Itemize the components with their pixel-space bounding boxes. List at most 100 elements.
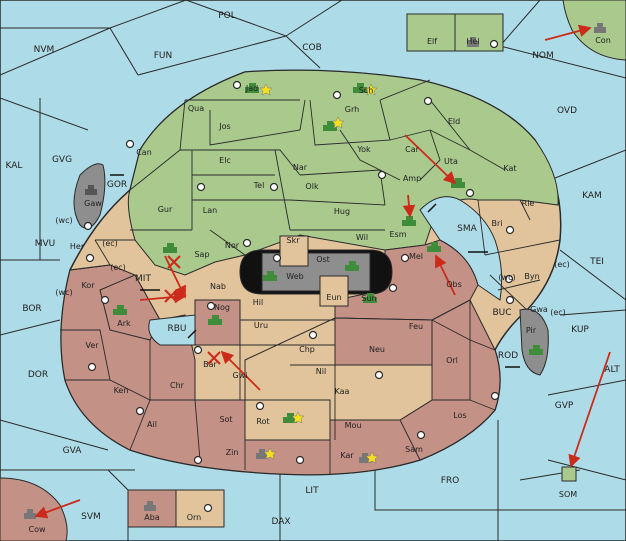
passage-markers <box>110 174 520 368</box>
land-label-olk: Olk <box>305 182 319 191</box>
land-label-rot: Rot <box>256 417 269 426</box>
sea-label-kal: KAL <box>6 161 23 171</box>
failed-orders <box>164 255 221 365</box>
land-label-yok: Yok <box>356 145 371 154</box>
sea-label-mit: MIT <box>135 274 151 284</box>
sea-label-svm: SVM <box>81 512 101 522</box>
sea-label-fun: FUN <box>154 51 173 61</box>
land-label-eun: Eun <box>326 293 341 302</box>
land-label-grh: Grh <box>345 105 359 114</box>
land-label-rie: Rie <box>522 199 535 208</box>
sea-label-gvg: GVG <box>52 155 72 165</box>
land-label-hug: Hug <box>334 207 350 216</box>
land-label-tel: Tel <box>253 181 265 190</box>
sea-label-gva: GVA <box>63 446 83 456</box>
land-label-sun: Sun <box>361 294 376 303</box>
sea-label-dax: DAX <box>271 517 290 527</box>
land-label-mel: Mel <box>409 252 423 261</box>
coast-label: (wc) <box>55 216 72 225</box>
sea-inlet-rbu <box>148 314 196 346</box>
land-label-kar: Kar <box>340 451 354 460</box>
land-label-uta: Uta <box>444 157 458 166</box>
region-eun <box>319 275 349 307</box>
sea-label-gvp: GVP <box>555 401 574 411</box>
coast-label: (wc) <box>498 273 515 282</box>
star-markers <box>259 83 379 464</box>
sea-label-cob: COB <box>302 43 322 53</box>
sea-label-rod: ROD <box>498 351 518 361</box>
land-label-amp: Amp <box>403 174 421 183</box>
coast-label: (wc) <box>55 288 72 297</box>
sea-label-sma: SMA <box>457 224 477 234</box>
coast-label: (ec) <box>102 239 118 248</box>
sea-label-fro: FRO <box>441 476 460 486</box>
land-label-car: Car <box>405 145 419 154</box>
region-skr <box>279 235 309 267</box>
sea-label-rbu: RBU <box>167 324 186 334</box>
land-label-her: Her <box>70 242 85 251</box>
land-label-jad: Jad <box>245 84 258 93</box>
land-label-ark: Ark <box>117 319 131 328</box>
land-label-chr: Chr <box>170 381 185 390</box>
order-arrows <box>34 24 611 519</box>
land-label-esm: Esm <box>389 230 406 239</box>
coast-label: (ec) <box>554 260 570 269</box>
region-neu-feu <box>334 317 433 366</box>
sea-label-lit: LIT <box>305 486 319 496</box>
land-label-skr: Skr <box>287 236 301 245</box>
land-label-ken: Ken <box>114 386 129 395</box>
land-label-eld: Eld <box>448 117 460 126</box>
land-label-gaw: Gaw <box>84 199 102 208</box>
land-label-orl: Orl <box>446 356 458 365</box>
land-label-ail: Ail <box>147 420 157 429</box>
land-label-ver: Ver <box>85 341 99 350</box>
land-label-kat: Kat <box>503 164 516 173</box>
region-labels: POLNVMFUNCOBNOMOVDKALGVGKAMMVUTEIBORKUPA… <box>6 11 621 534</box>
region-elf <box>406 13 456 52</box>
land-label-neu: Neu <box>369 345 385 354</box>
sea-label-buc: BUC <box>492 308 511 318</box>
land-label-kaa: Kaa <box>335 387 350 396</box>
region-som <box>561 466 577 482</box>
land-label-ost: Ost <box>316 255 330 264</box>
supply-centers <box>83 39 515 513</box>
land-label-elf: Elf <box>427 37 437 46</box>
land-label-wil: Wil <box>356 233 368 242</box>
sea-label-gor: GOR <box>107 180 127 190</box>
land-label-nil: Nil <box>316 367 326 376</box>
province-borders <box>60 79 561 474</box>
land-label-bar: Bar <box>203 360 217 369</box>
sea-label-tei: TEI <box>589 257 604 267</box>
land-label-los: Los <box>453 411 466 420</box>
units <box>24 23 606 519</box>
land-label-jos: Jos <box>218 122 230 131</box>
land-label-lan: Lan <box>203 206 217 215</box>
land-label-som: SOM <box>559 490 577 499</box>
land-label-web: Web <box>286 272 303 281</box>
land-label-sch: Sch <box>359 86 374 95</box>
sea-label-ovd: OVD <box>557 106 577 116</box>
land-label-mou: Mou <box>345 421 362 430</box>
land-label-sam: Sam <box>405 445 423 454</box>
land-label-uru: Uru <box>254 321 268 330</box>
land-label-nar: Nar <box>293 163 308 172</box>
land-label-chp: Chp <box>299 345 315 354</box>
land-label-nor: Nor <box>225 241 240 250</box>
sea-label-alt: ALT <box>604 365 620 375</box>
land-label-con: Con <box>595 36 611 45</box>
sea-label-pol: POL <box>218 11 236 21</box>
region-cow <box>0 477 68 541</box>
sea-label-nvm: NVM <box>34 45 55 55</box>
land-label-obs: Obs <box>446 280 462 289</box>
land-label-bri: Bri <box>492 219 503 228</box>
sea-label-kup: KUP <box>571 325 589 335</box>
sea-label-mvu: MVU <box>35 239 56 249</box>
land-label-gur: Gur <box>158 205 173 214</box>
land-label-can: Can <box>136 148 152 157</box>
sea-label-nom: NOM <box>532 51 554 61</box>
land-label-cow: Cow <box>28 525 45 534</box>
land-label-orn: Orn <box>187 513 202 522</box>
